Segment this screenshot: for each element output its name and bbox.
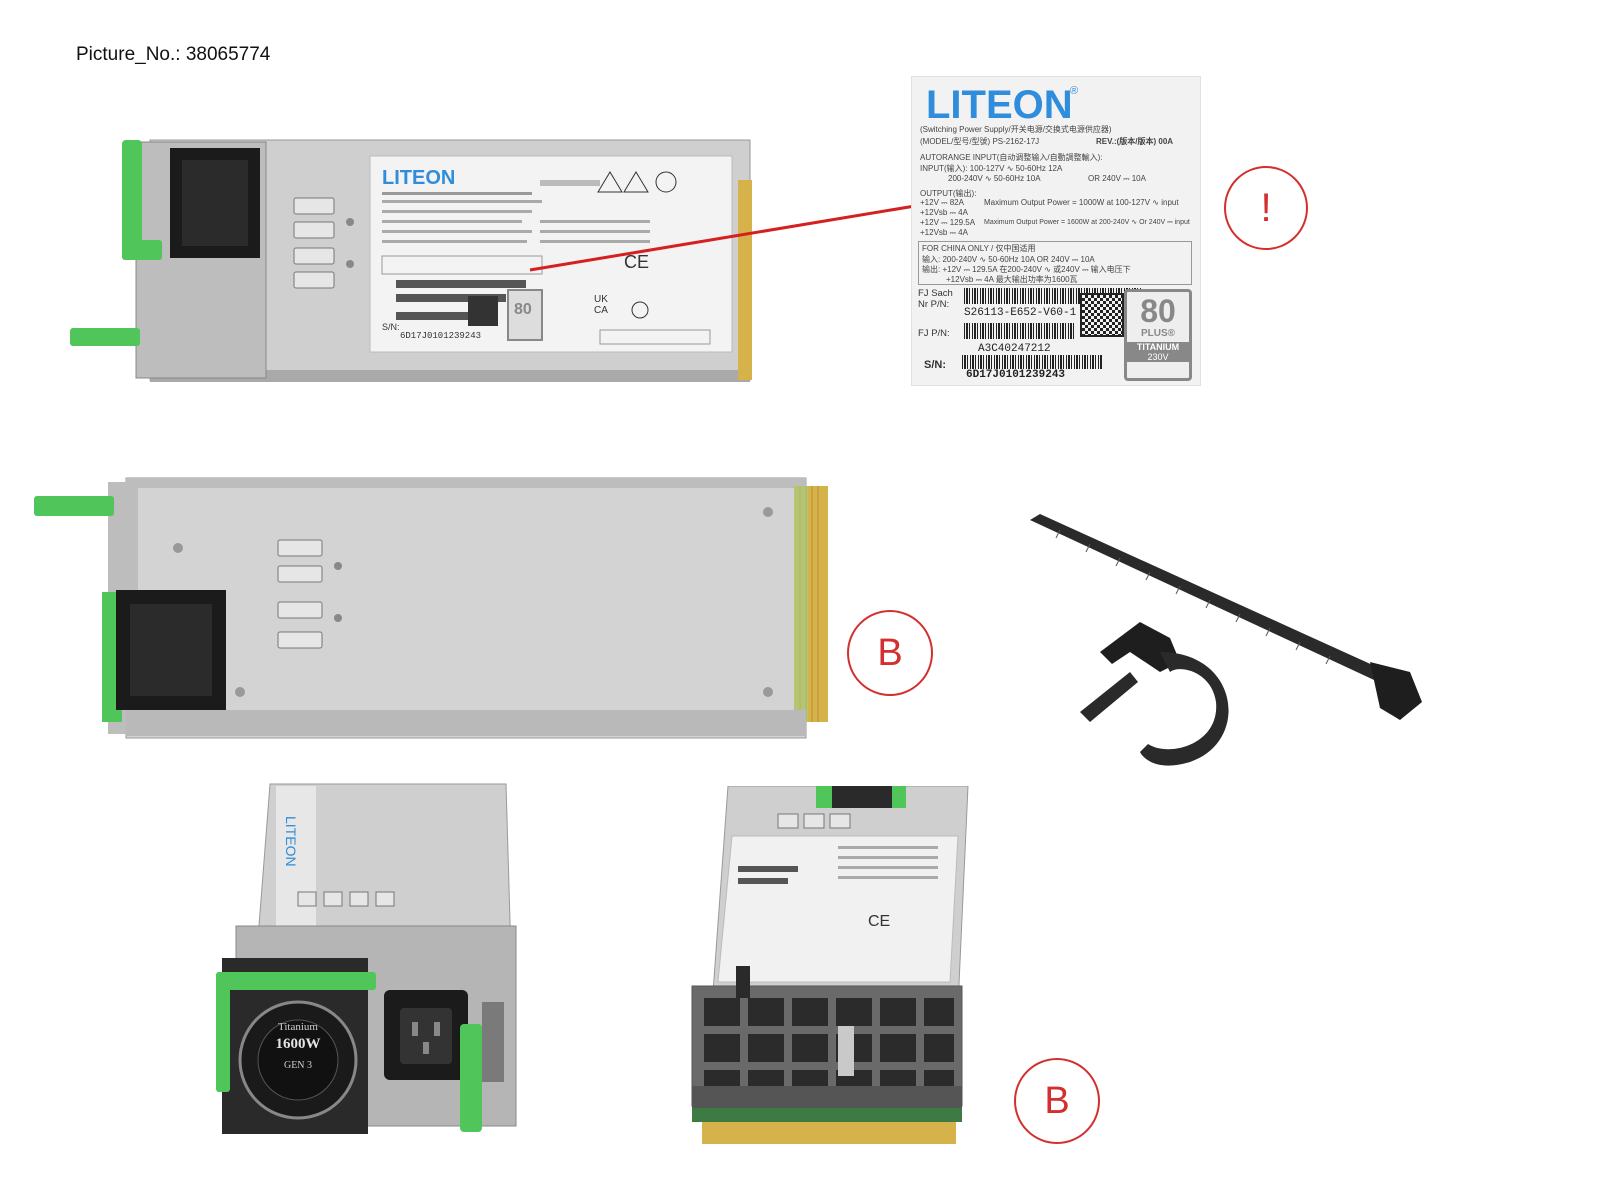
input-line-1: INPUT(输入): 100-127V ∿ 50-60Hz 12A [920, 164, 1063, 173]
model-line: (MODEL/型号/型號) PS-2162-17J [920, 137, 1040, 146]
sn-barcode [962, 355, 1102, 369]
svg-text:CA: CA [594, 305, 608, 316]
small-label-brand: LITEON [382, 167, 455, 189]
svg-text:CE: CE [868, 913, 890, 930]
80-plus-titanium-badge: 80 PLUS® TITANIUM 230V [1124, 289, 1192, 381]
label-zoom-panel: LITEON ® (Switching Power Supply/开关电源/交换… [911, 76, 1201, 386]
warning-callout-text: ! [1260, 185, 1272, 230]
autorange-line: AUTORANGE INPUT(自动调整输入/自動調整輸入): [920, 153, 1103, 162]
badge-titanium: TITANIUM [1127, 342, 1189, 352]
fj-pn-barcode [964, 323, 1074, 339]
qr-code [1080, 293, 1124, 337]
psu-side-view [34, 472, 834, 752]
output-line-4: +12Vsb ⎓ 4A [920, 228, 968, 237]
part-b-callout-1-text: B [877, 631, 903, 674]
fan-text-titanium: Titanium [278, 1021, 318, 1033]
badge-plus: PLUS® [1140, 328, 1176, 339]
registered-mark: ® [1070, 85, 1079, 97]
warning-callout-circle: ! [1224, 166, 1308, 250]
fan-text-wattage: 1600W [276, 1036, 321, 1052]
china-box [918, 241, 1192, 285]
psu-front-view: LITEON Titanium 1600W GEN 3 [216, 776, 526, 1156]
badge-voltage: 230V [1127, 352, 1189, 362]
output-line-3b: Maximum Output Power = 1600W at 200-240V… [984, 219, 1190, 226]
zoom-brand-logo: LITEON [926, 83, 1073, 127]
fan-text-gen: GEN 3 [284, 1060, 312, 1071]
china-line-2: 输出: +12V ⎓ 129.5A 在200-240V ∿ 或240V ⎓ 输入… [922, 265, 1131, 274]
svg-text:LITEON: LITEON [283, 816, 299, 867]
output-line-1: +12V ⎓ 82A [920, 198, 964, 207]
nr-pn-value: S26113-E652-V60-1 [964, 307, 1077, 319]
part-b-callout-2-text: B [1044, 1079, 1070, 1122]
zoom-pointer-line [529, 204, 916, 272]
fj-sach-label: FJ Sach [918, 288, 953, 299]
psu-rear-view: CE [688, 786, 988, 1166]
sn-label: S/N: [924, 359, 946, 371]
picture-number-caption: Picture_No.: 38065774 [76, 44, 271, 65]
part-b-callout-2: B [1014, 1058, 1100, 1144]
sn-value: 6D17J0101239243 [966, 369, 1066, 381]
fj-pn-label: FJ P/N: [918, 328, 950, 339]
output-line-3: +12V ⎓ 129.5A [920, 218, 976, 227]
output-heading: OUTPUT(输出): [920, 189, 977, 198]
part-b-callout-1: B [847, 610, 933, 696]
china-line-1: 输入: 200-240V ∿ 50-60Hz 10A OR 240V ⎓ 10A [922, 255, 1095, 264]
svg-text:UK: UK [594, 294, 608, 305]
china-heading: FOR CHINA ONLY / 仅中国适用 [922, 244, 1036, 253]
supply-line: (Switching Power Supply/开关电源/交换式电源供应器) [920, 125, 1112, 134]
china-line-3: +12Vsb ⎓ 4A 最大输出功率为1600瓦 [946, 275, 1078, 284]
psu-top-view: LITEON S/N: 6D17J0101239243 80 CE UK CA [70, 130, 770, 400]
svg-text:S/N:: S/N: [382, 322, 400, 332]
output-line-1b: Maximum Output Power = 1000W at 100-127V… [984, 198, 1179, 207]
small-label-serial: 6D17J0101239243 [400, 331, 481, 341]
nr-pn-label: Nr P/N: [918, 299, 950, 310]
fj-pn-value: A3C40247212 [978, 343, 1051, 355]
svg-text:80: 80 [514, 301, 532, 318]
cable-tie [1020, 512, 1430, 782]
svg-text:CE: CE [624, 252, 649, 272]
badge-80: 80 [1140, 293, 1176, 329]
input-line-2: 200-240V ∿ 50-60Hz 10A [948, 174, 1041, 183]
input-line-3: OR 240V ⎓ 10A [1088, 174, 1146, 183]
rev-line: REV.:(版本/版本) 00A [1096, 137, 1174, 146]
output-line-2: +12Vsb ⎓ 4A [920, 208, 968, 217]
